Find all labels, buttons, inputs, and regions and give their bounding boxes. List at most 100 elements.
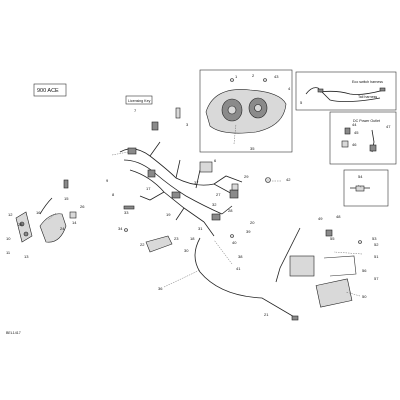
callout-55: 55	[330, 236, 335, 241]
callout-51: 51	[374, 254, 379, 259]
callout-43: 43	[274, 74, 279, 79]
licensing-key-group: Licensing Key	[125, 95, 181, 131]
harness-trunk-b	[123, 159, 223, 215]
callout-21: 21	[264, 312, 269, 317]
callout-5: 5	[300, 100, 303, 105]
callout-41: 41	[236, 266, 241, 271]
relay-block	[199, 161, 213, 173]
callout-24: 24	[60, 226, 65, 231]
eco-harness-group: Eco switch harness Tail harness	[295, 71, 397, 111]
fuse-group	[343, 169, 389, 207]
callout-numbers: 1 2 3 4 5 6 7 8 9 10 11 12 13 14 15 16 1…	[6, 73, 391, 317]
callout-7: 7	[134, 108, 137, 113]
callout-26: 26	[80, 204, 85, 209]
callout-29: 29	[244, 174, 249, 179]
callout-25: 25	[18, 222, 23, 227]
callout-42: 42	[286, 177, 291, 182]
fuse-frame	[343, 169, 389, 207]
main-wiring-harness	[119, 141, 299, 321]
dc-outlet-socket	[344, 127, 351, 135]
harness-connector-4	[171, 191, 181, 199]
harness-tail-lead	[194, 237, 297, 319]
callout-37: 37	[194, 180, 199, 185]
eco-harness-end-connector	[379, 87, 386, 92]
voltage-regulator	[145, 235, 173, 253]
callout-17: 17	[146, 186, 151, 191]
battery	[289, 255, 315, 277]
callout-6: 6	[214, 158, 217, 163]
callout-57: 57	[374, 276, 379, 281]
sensor-bolt-1	[19, 221, 25, 227]
dc-outlet-plug	[369, 144, 377, 152]
callout-53: 53	[372, 236, 377, 241]
callout-1: 1	[235, 74, 238, 79]
mount-bolt	[124, 228, 128, 232]
callout-35: 35	[250, 146, 255, 151]
battery-cable	[275, 227, 301, 283]
gauge-dial-right-center	[254, 104, 262, 112]
callout-12: 12	[8, 212, 13, 217]
callout-23: 23	[174, 236, 179, 241]
callout-48: 48	[336, 214, 341, 219]
callout-31: 31	[198, 226, 203, 231]
callout-4: 4	[288, 86, 291, 91]
callout-47: 47	[386, 124, 391, 129]
callout-50: 50	[362, 294, 367, 299]
harness-branches-right	[203, 175, 243, 237]
harness-connector-3	[229, 189, 239, 199]
gauge-cluster-group	[199, 69, 293, 153]
eco-switch-wire	[305, 87, 381, 102]
callout-45: 45	[354, 130, 359, 135]
side-connector	[69, 211, 77, 219]
callout-33: 33	[124, 210, 129, 215]
callout-22: 22	[140, 242, 145, 247]
cable-tie	[123, 205, 135, 210]
right-components	[275, 227, 362, 308]
harness-connector-5	[211, 213, 221, 221]
drawing-code: BEL1417	[6, 331, 21, 335]
licensing-key-clip	[175, 107, 181, 119]
battery-terminal	[325, 229, 333, 237]
mount-nut	[230, 234, 234, 238]
leader-lines	[47, 123, 363, 297]
callout-15: 15	[64, 196, 69, 201]
callout-52: 52	[374, 242, 379, 247]
engine-control-module	[315, 278, 353, 308]
tail-lead-connector	[291, 315, 299, 321]
throttle-body-sensor	[39, 213, 67, 243]
licensing-key	[151, 121, 159, 131]
callout-19: 19	[166, 212, 171, 217]
callout-8: 8	[112, 192, 115, 197]
left-components	[15, 179, 77, 243]
gauge-screw	[230, 78, 234, 82]
callout-14: 14	[72, 220, 77, 225]
fuse	[355, 185, 365, 192]
middle-components	[123, 177, 271, 253]
battery-bolt	[358, 240, 362, 244]
callout-36: 36	[158, 286, 163, 291]
leader-tail-2	[213, 239, 233, 265]
callout-56: 56	[362, 268, 367, 273]
harness-branches-top	[149, 141, 201, 189]
sensor-hose	[39, 197, 53, 215]
callout-13: 13	[24, 254, 29, 259]
dc-outlet-cap	[341, 140, 349, 148]
dc-power-outlet-note: DC Power Outlet	[353, 119, 380, 123]
eco-harness-connector	[317, 88, 324, 93]
leader-battery	[333, 251, 363, 255]
tail-harness-wire	[319, 89, 385, 95]
licensing-key-note: Licensing Key	[128, 99, 151, 103]
callout-10: 10	[6, 236, 11, 241]
callout-49: 49	[318, 216, 323, 221]
callout-32: 32	[212, 202, 217, 207]
eco-switch-harness-note: Eco switch harness	[352, 80, 383, 84]
licensing-key-frame	[125, 95, 153, 105]
callout-46: 46	[352, 142, 357, 147]
dc-outlet-frame	[329, 111, 397, 165]
callout-16: 16	[36, 210, 41, 215]
ground-strap	[63, 179, 69, 189]
harness-clip	[231, 183, 239, 191]
callout-44: 44	[352, 122, 357, 127]
